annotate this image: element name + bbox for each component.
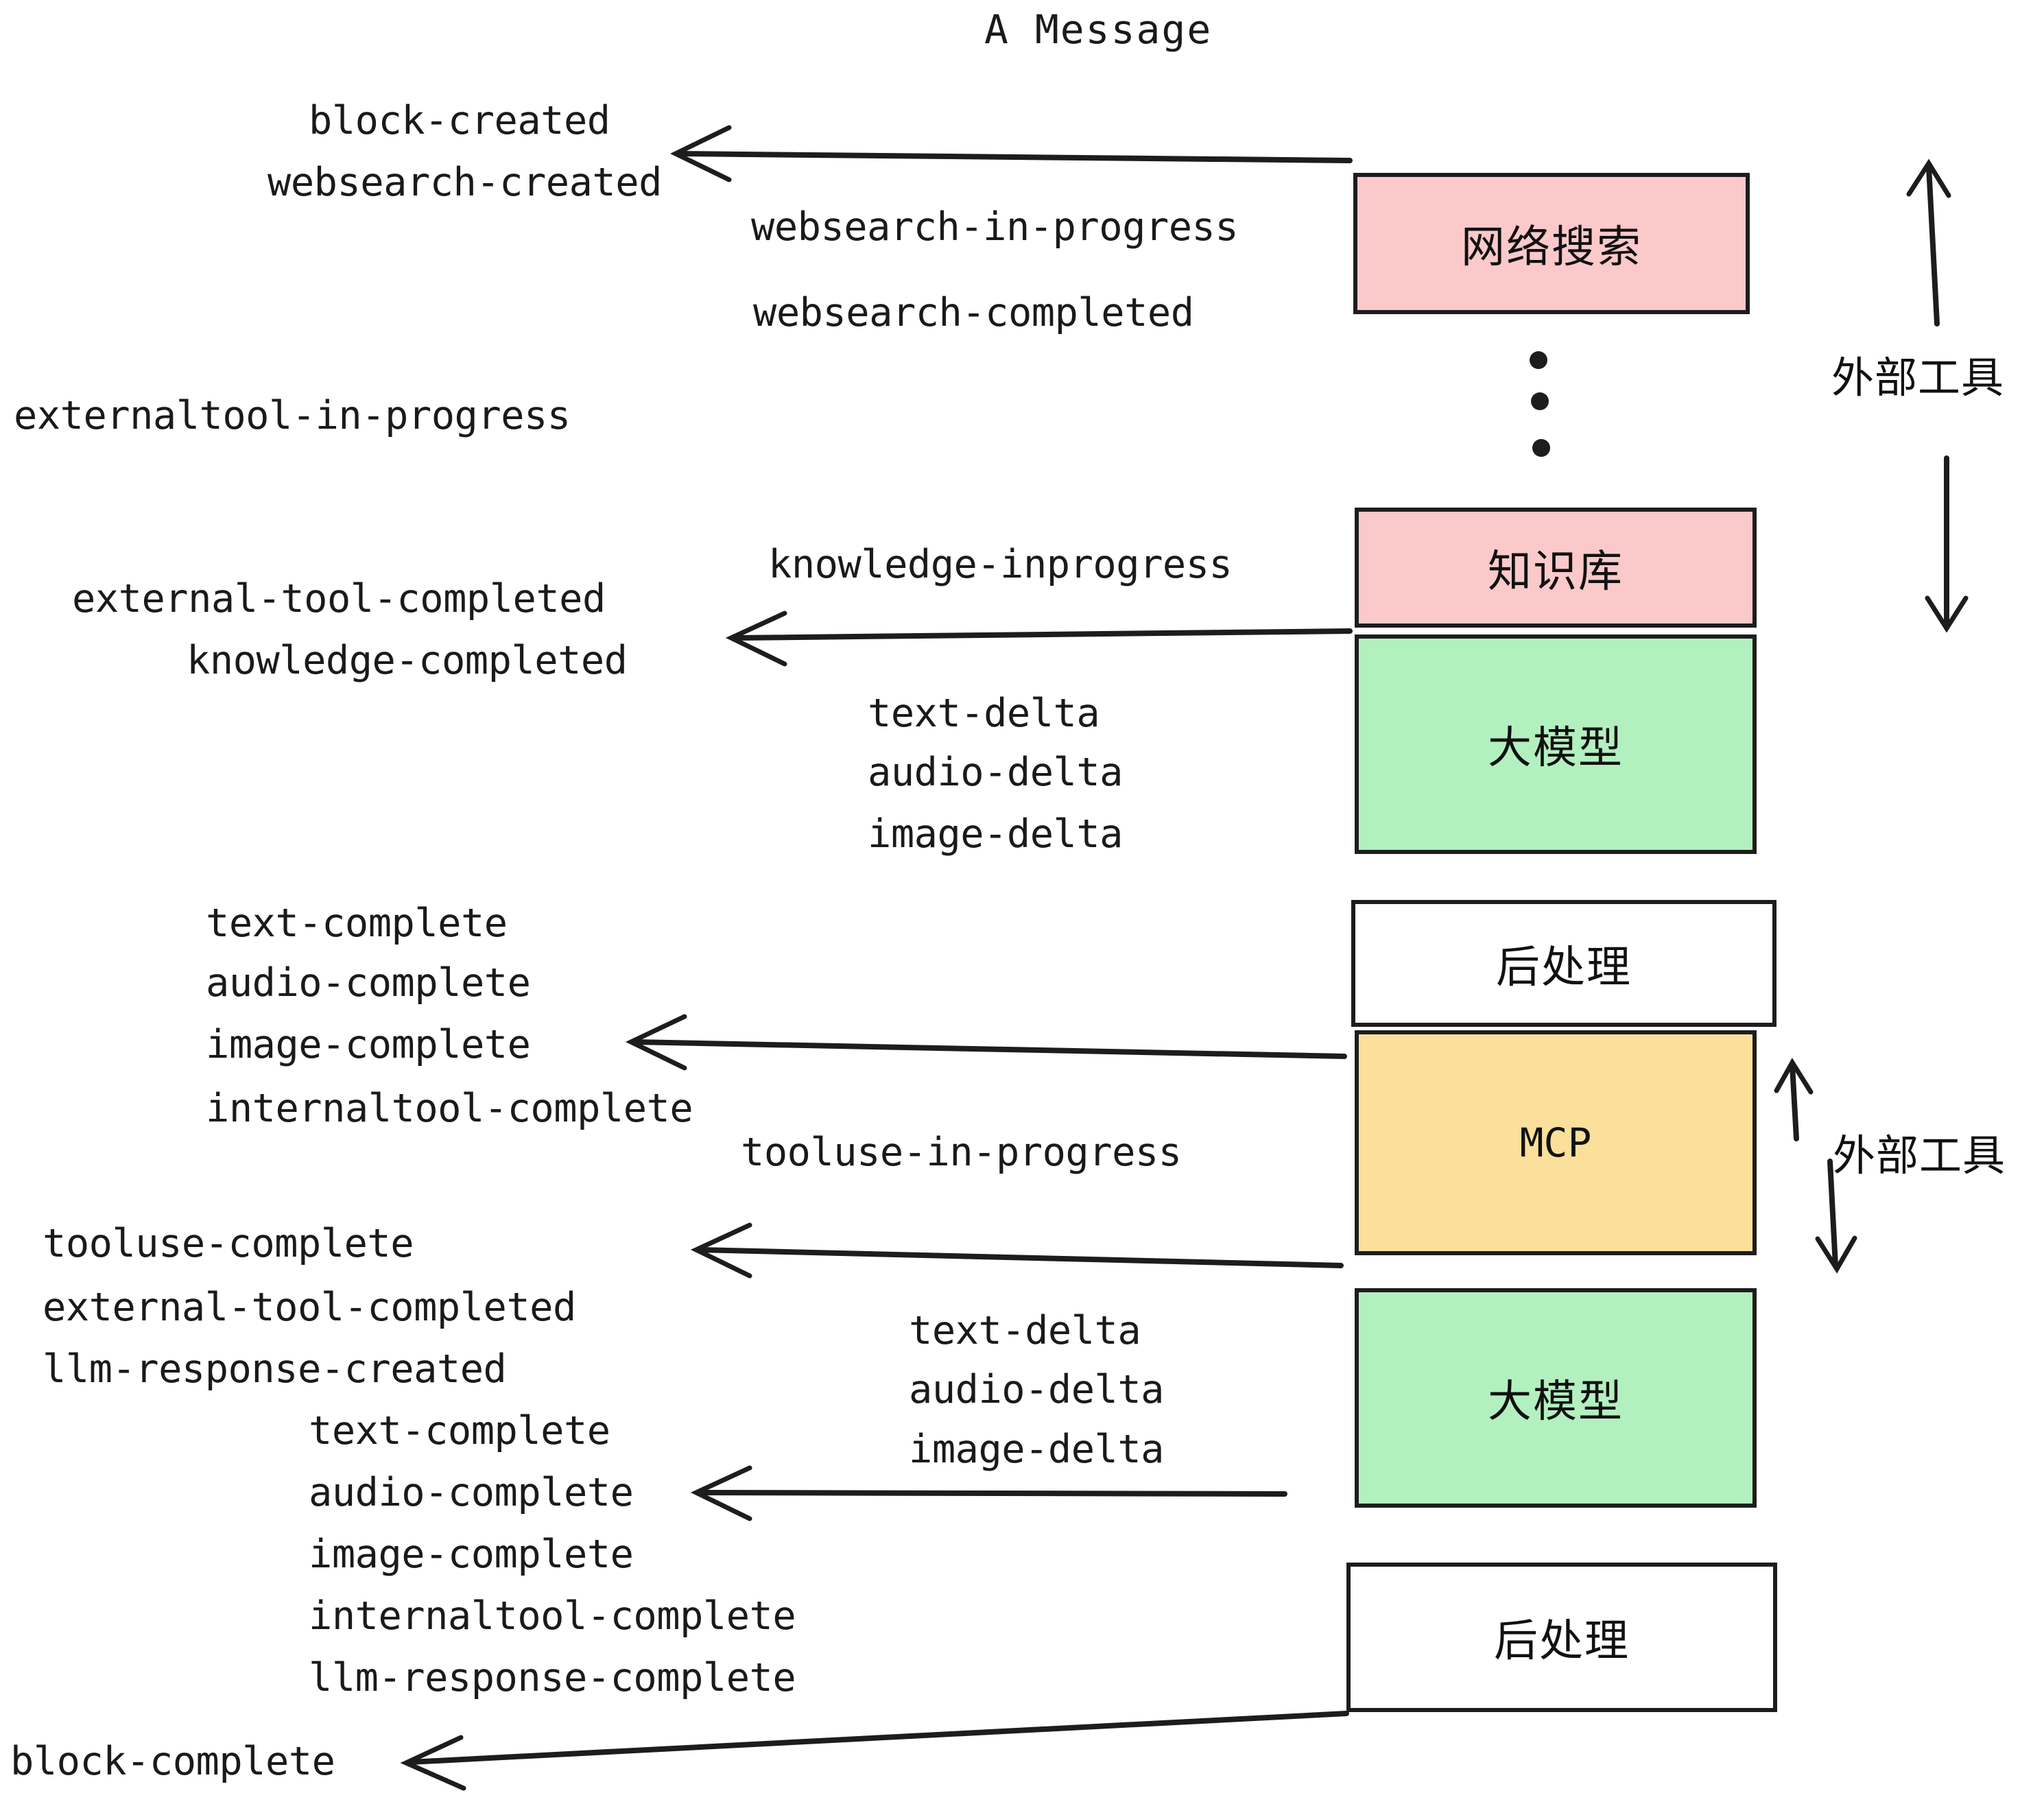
event-audio-complete-1: audio-complete (206, 960, 531, 1006)
event-knowledge-inprogress: knowledge-inprogress (768, 542, 1233, 587)
node-mcp[interactable]: MCP (1355, 1030, 1757, 1255)
arrow-image-complete (625, 1014, 1347, 1071)
event-audio-delta-1: audio-delta (868, 750, 1124, 795)
event-image-delta-1: image-delta (868, 811, 1124, 857)
arrow-audio-complete (690, 1465, 1287, 1521)
arrow-block-created (670, 125, 1353, 182)
ellipsis-dot-1 (1530, 351, 1547, 369)
ellipsis-dot-2 (1531, 392, 1549, 410)
event-text-complete-2: text-complete (309, 1408, 610, 1453)
arrow-knowledge-completed (725, 610, 1353, 667)
node-post-top[interactable]: 后处理 (1351, 900, 1776, 1027)
event-websearch-completed: websearch-completed (753, 290, 1194, 335)
arrow-block-complete (400, 1711, 1349, 1791)
event-llm-response-created: llm-response-created (43, 1346, 507, 1392)
event-websearch-in-progress: websearch-in-progress (751, 204, 1239, 250)
side-label-external-tool-bottom: 外部工具 (1833, 1130, 2006, 1180)
arrow-tooluse-complete (690, 1222, 1344, 1279)
event-image-complete-2: image-complete (309, 1532, 634, 1577)
event-external-tool-completed-2: external-tool-completed (43, 1285, 576, 1330)
event-tooluse-complete: tooluse-complete (43, 1221, 414, 1266)
event-external-tool-completed-1: external-tool-completed (72, 576, 606, 621)
event-image-complete-1: image-complete (206, 1022, 531, 1067)
side-label-external-tool-top: 外部工具 (1831, 353, 2005, 403)
event-knowledge-completed: knowledge-completed (187, 638, 628, 683)
node-llm-bottom[interactable]: 大模型 (1355, 1288, 1757, 1508)
event-audio-complete-2: audio-complete (309, 1470, 634, 1515)
node-post-bottom[interactable]: 后处理 (1346, 1563, 1777, 1712)
event-image-delta-2: image-delta (909, 1427, 1165, 1472)
event-websearch-created: websearch-created (268, 160, 662, 205)
event-audio-delta-2: audio-delta (909, 1367, 1165, 1412)
event-block-complete: block-complete (10, 1739, 335, 1784)
node-websearch[interactable]: 网络搜索 (1353, 173, 1750, 314)
event-externaltool-in-progress: externaltool-in-progress (14, 393, 571, 438)
event-internaltool-complete-2: internaltool-complete (309, 1593, 796, 1639)
event-tooluse-in-progress: tooluse-in-progress (741, 1130, 1182, 1175)
node-knowledge[interactable]: 知识库 (1355, 508, 1757, 628)
event-internaltool-complete-1: internaltool-complete (206, 1086, 693, 1131)
event-block-created: block-created (309, 98, 610, 143)
ellipsis-dot-3 (1532, 439, 1550, 457)
event-text-delta-2: text-delta (909, 1308, 1141, 1353)
event-text-delta-1: text-delta (868, 691, 1100, 736)
event-llm-response-complete: llm-response-complete (309, 1655, 796, 1700)
node-llm-top[interactable]: 大模型 (1355, 634, 1757, 854)
diagram-title: A Message (984, 6, 1213, 53)
event-text-complete-1: text-complete (206, 901, 508, 946)
